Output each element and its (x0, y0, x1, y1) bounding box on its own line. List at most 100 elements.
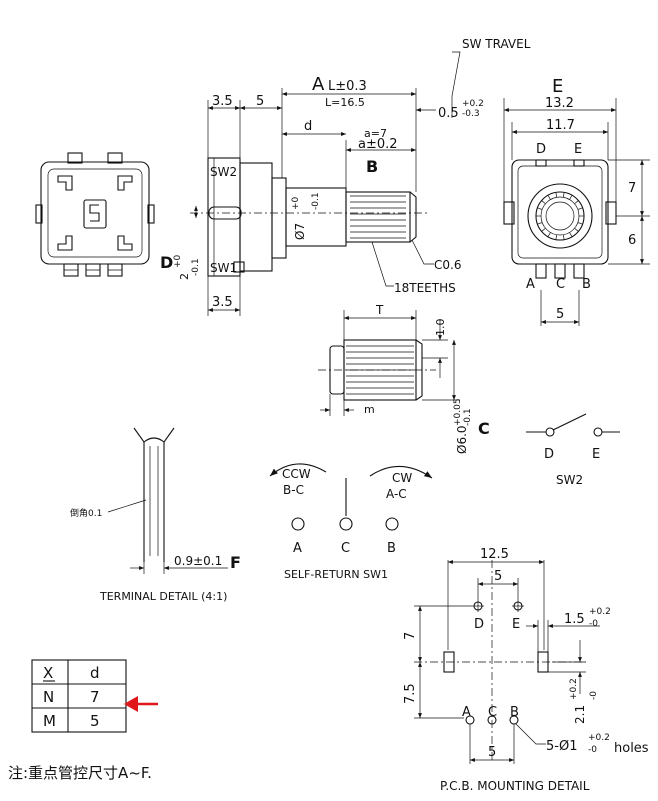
sw1-label: SW1 (210, 261, 237, 275)
ccw-label: CCW (282, 467, 311, 481)
ccw-bc: B-C (283, 483, 304, 497)
dim-D-letter: D (160, 253, 173, 272)
dim-1-0: 1.0 (434, 319, 447, 337)
pcb-holes-word: holes (614, 741, 649, 756)
dimension-table: X d N 7 M 5 (31, 659, 158, 733)
sr-pin-B: B (387, 541, 396, 556)
knurl-tooth (555, 234, 558, 240)
pcb-holes-tol-lower: -0 (588, 745, 597, 755)
pcb-pin-A: A (462, 705, 471, 720)
dim-C-tol-upper: +0.05 (453, 398, 463, 426)
dim-C-letter: C (478, 419, 490, 438)
front-pin-D: D (536, 142, 546, 157)
dim-11-7: 11.7 (546, 118, 575, 133)
sw-travel-label: SW TRAVEL (462, 37, 531, 51)
dim-6-side: 6 (628, 233, 636, 248)
dim-E-letter: E (552, 76, 563, 97)
pcb-pin-E: E (512, 617, 520, 632)
knurl-tooth (569, 232, 573, 237)
pcb-dim-12-5: 12.5 (480, 547, 509, 562)
knurl-tooth (577, 207, 583, 210)
table-cell-2-1: 5 (90, 712, 100, 730)
dim-D-tol-lower: -0.1 (191, 258, 201, 276)
dim-A-letter: A (312, 74, 325, 95)
sw-travel-tol-upper: +0.2 (462, 99, 484, 109)
knurl-tooth (555, 192, 558, 198)
dim-a-tol: a±0.2 (358, 137, 398, 152)
pcb-1-5-tol-lower: -0 (589, 619, 598, 629)
pcb-2-1-tol-upper: +0.2 (569, 678, 579, 700)
dim-13-2: 13.2 (545, 96, 574, 111)
radius-note: 倒角0.1 (70, 507, 102, 519)
dim-a-eq: a=7 (364, 127, 387, 140)
dim-T: T (375, 303, 384, 317)
knurl-tooth (574, 227, 579, 232)
front-view (503, 159, 617, 279)
dim-d: d (304, 119, 312, 134)
knurl-tooth (541, 227, 546, 232)
top-view (35, 152, 155, 277)
pcb-mounting-detail: 12.5 5 D E 1.5 +0.2 -0 7 7.5 2.1 +0 (403, 547, 649, 793)
pcb-caption: P.C.B. MOUNTING DETAIL (440, 779, 590, 793)
pcb-dim-2-1: 2.1 (573, 705, 587, 724)
shaft-dia-tol-upper: +0 (291, 196, 301, 210)
self-return-sw1: CCW B-C CW A-C A C B SELF-RETURN SW1 (269, 463, 433, 581)
pcb-dim-5-top: 5 (494, 569, 502, 584)
dim-0-9: 0.9±0.1 (174, 554, 222, 568)
shaft-detail: T 1.0 m Ø6.0 +0.05 -0.1 C (318, 303, 490, 454)
terminal-detail: 0.9±0.1 F 倒角0.1 TERMINAL DETAIL (4:1) (70, 427, 241, 603)
sw2-pin-E: E (592, 447, 600, 462)
pcb-holes-tol-upper: +0.2 (588, 733, 610, 743)
sw2-symbol: D E SW2 (526, 413, 620, 487)
side-view (190, 157, 430, 277)
terminal-caption: TERMINAL DETAIL (4:1) (99, 590, 227, 603)
dim-7-side: 7 (628, 181, 636, 196)
dim-5-front: 5 (556, 307, 564, 322)
table-cell-1-1: 7 (90, 688, 100, 706)
dim-D-tol-upper: +0 (173, 254, 183, 268)
sr-pin-A: A (293, 541, 302, 556)
front-dimensions: E 13.2 11.7 D E 7 6 A C B 5 (503, 76, 650, 326)
table-cell-0-1: d (90, 664, 100, 682)
logo-mark (83, 199, 107, 229)
sr-pin-C: C (341, 541, 350, 556)
knurl-tooth (537, 222, 543, 225)
front-pin-E: E (574, 142, 582, 157)
sw2-pin-D: D (544, 447, 554, 462)
chamfer-label: C0.6 (434, 258, 461, 272)
knurl-tooth (574, 200, 579, 205)
pcb-dim-1-5: 1.5 (564, 612, 585, 627)
cw-ac: A-C (386, 487, 407, 501)
knurl-tooth (547, 232, 551, 237)
shaft-dia: Ø7 (293, 223, 307, 240)
teeth-label: 18TEETHS (394, 281, 456, 295)
pcb-pin-B: B (510, 705, 519, 720)
dim-D-value: 2 (178, 273, 191, 280)
sw-travel-tol-lower: -0.3 (462, 109, 480, 119)
front-pin-C: C (556, 277, 565, 292)
knurl-tooth (537, 207, 543, 210)
pcb-holes-prefix: 5-Ø1 (546, 739, 577, 754)
dim-A-note: L=16.5 (325, 96, 365, 109)
pcb-pin-D: D (474, 617, 484, 632)
knurl-ring (536, 192, 584, 240)
table-cell-2-0: M (43, 712, 56, 730)
red-arrow-icon (124, 696, 158, 712)
dim-3-5-top: 3.5 (212, 94, 233, 109)
pcb-1-5-tol-upper: +0.2 (589, 607, 611, 617)
sw2-caption: SW2 (556, 473, 583, 487)
pcb-pin-C: C (488, 705, 497, 720)
dim-5-top: 5 (256, 94, 264, 109)
side-dimensions: 3.5 5 A L±0.3 L=16.5 d a=7 a±0.2 B SW TR… (160, 37, 531, 316)
front-pin-A: A (526, 277, 535, 292)
pcb-dim-7: 7 (403, 632, 418, 640)
pcb-dim-5-bottom: 5 (488, 745, 496, 760)
dim-m: m (364, 403, 375, 416)
table-cell-1-0: N (43, 688, 54, 706)
dim-B-letter: B (366, 157, 378, 176)
knurl-tooth (541, 200, 546, 205)
dim-C-tol-lower: -0.1 (463, 408, 473, 426)
shaft-dia-tol-lower: -0.1 (311, 192, 321, 210)
dim-C-dia: Ø6.0 (455, 425, 469, 454)
